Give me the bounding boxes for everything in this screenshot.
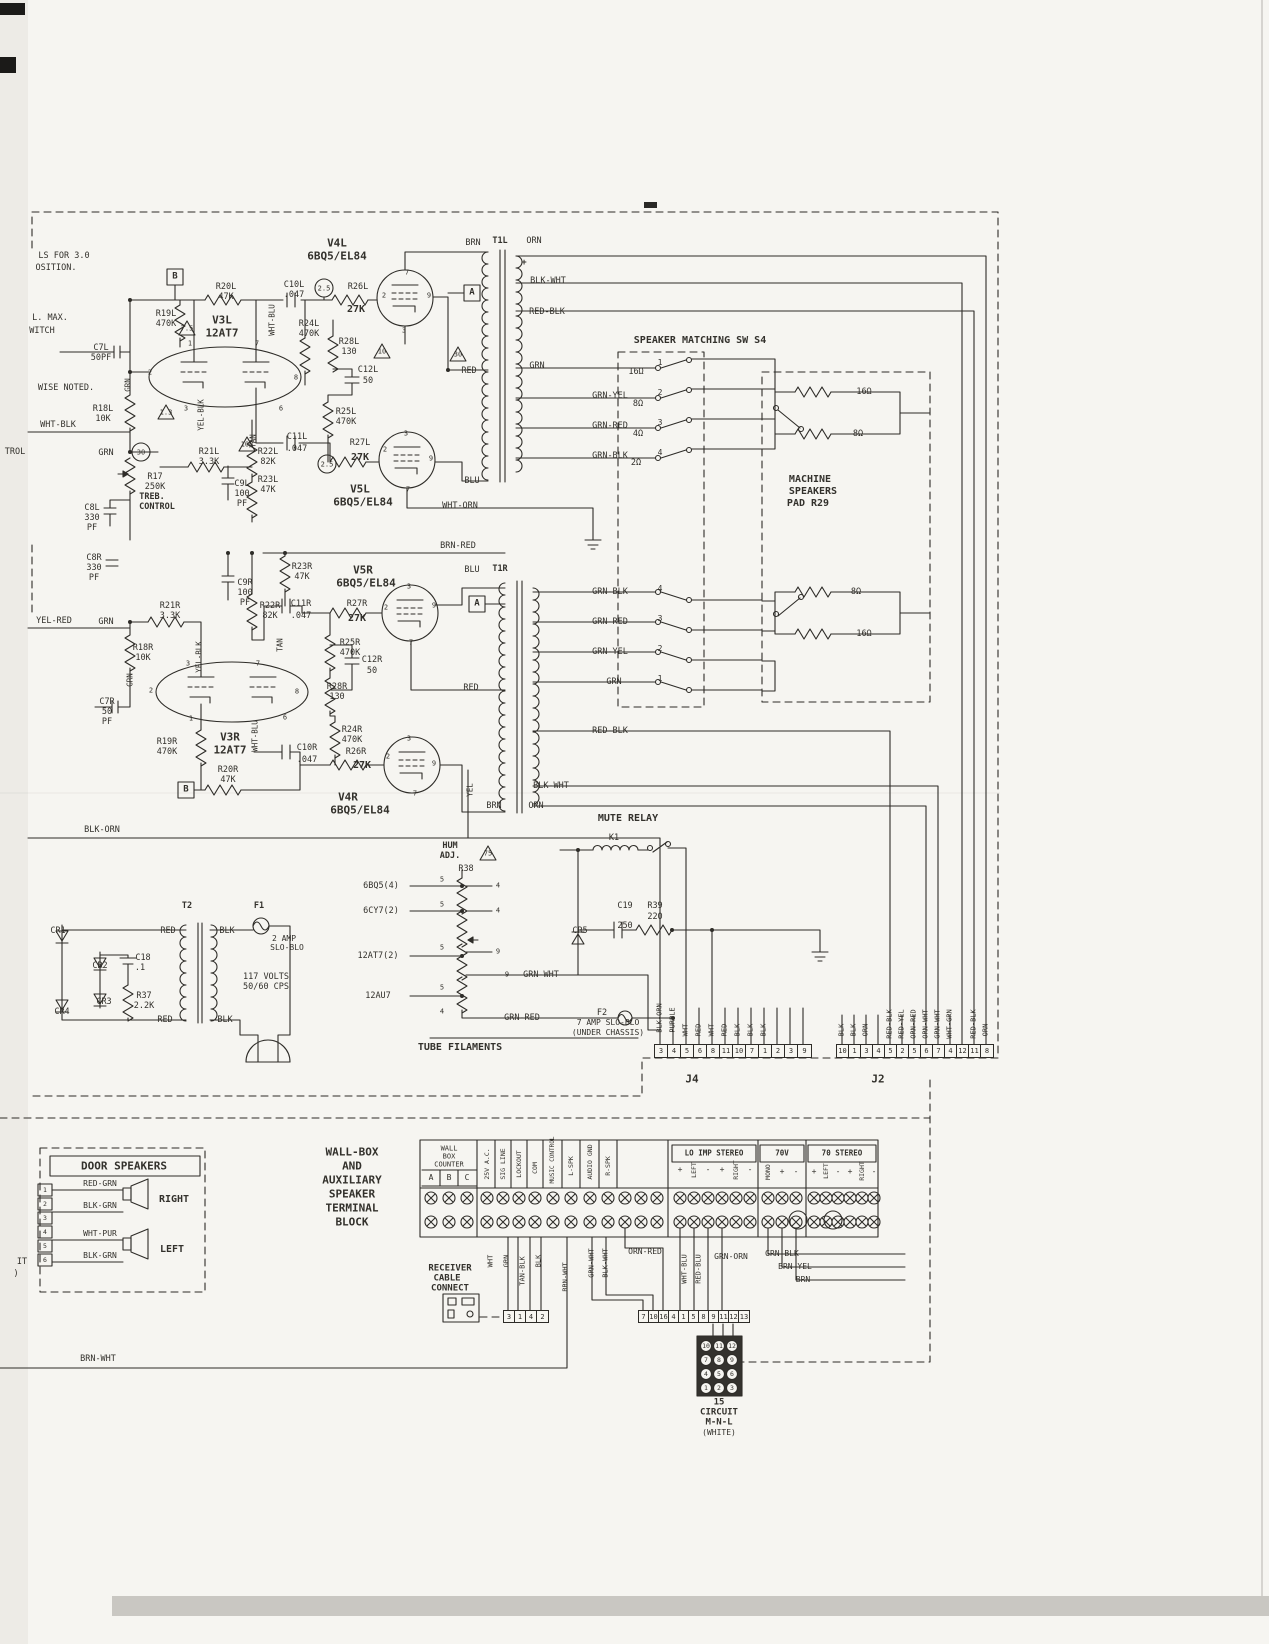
connector-pin: 5: [909, 1045, 921, 1057]
connector-pin: 4: [668, 1045, 681, 1057]
connector-pin: 1: [759, 1045, 772, 1057]
connector-pin: 3: [785, 1045, 798, 1057]
door-speakers: [37, 1155, 201, 1267]
connector-pin: 5: [885, 1045, 897, 1057]
connector-pin: 3: [861, 1045, 873, 1057]
terminal-block: [419, 1139, 881, 1238]
ac-plug-dome: [245, 1039, 291, 1063]
connector-pin: 11: [720, 1045, 733, 1057]
connector-pin: 7: [746, 1045, 759, 1057]
speaker-cone-icon: [130, 1178, 149, 1210]
connector-pin: 3: [655, 1045, 668, 1057]
connector-pin: 13: [739, 1312, 749, 1321]
connector-pin: 7: [639, 1311, 649, 1322]
paper-left-edge: [0, 0, 28, 1644]
scan-mark: [644, 202, 657, 208]
scan-mark: [0, 57, 16, 73]
connector-pin: 4: [669, 1311, 679, 1322]
connector-pin: 9: [709, 1311, 719, 1322]
connector-pin: 10: [649, 1311, 659, 1322]
speaker-cone-icon: [130, 1228, 149, 1260]
diodes: [55, 930, 585, 1013]
connector-pin: 12: [957, 1045, 969, 1057]
capacitors: [103, 292, 623, 965]
connector-pin: 8: [984, 1047, 990, 1055]
fuse-f1: [252, 917, 270, 935]
connector-pin: 5: [681, 1045, 694, 1057]
scan-mark: [0, 3, 25, 15]
connector-pin: 2: [897, 1045, 909, 1057]
chassis-border: [0, 211, 999, 1363]
connector-pin: 4: [526, 1311, 537, 1322]
connector-pin: 2: [540, 1312, 545, 1321]
connector-pin: 10: [837, 1045, 849, 1057]
t1l-taps-and-buses: [404, 251, 987, 1045]
left-channel-wiring: [27, 284, 602, 550]
machine-speaker-pad-wiring: [761, 358, 931, 692]
connector-pin: 1: [515, 1311, 526, 1322]
connector-pin: 11: [719, 1311, 729, 1322]
connector-pin: 8: [699, 1311, 709, 1322]
power-transformer-t2: [179, 922, 218, 1024]
terminal-block-wiring: [0, 1189, 906, 1369]
connector-pin: 9: [802, 1047, 807, 1055]
connector-pin: 6: [694, 1045, 707, 1057]
scan-shadow: [112, 1596, 1269, 1616]
connector-pin: 8: [707, 1045, 720, 1057]
connector-pin: 4: [945, 1045, 957, 1057]
connector-pin: 1: [679, 1311, 689, 1322]
relay-k1-coil: [592, 844, 639, 851]
switch-contacts: [646, 356, 805, 852]
connector-pin: 6: [921, 1045, 933, 1057]
output-transformer-t1r: [498, 580, 540, 814]
junction-dots: [128, 298, 714, 1020]
door-speakers-box: [39, 1147, 206, 1293]
connector-pin: 3: [504, 1311, 515, 1322]
reference-markers: [122, 268, 497, 944]
connector-pin: 2: [772, 1045, 785, 1057]
receiver-cable-connector: [442, 1293, 480, 1323]
fuse-f2: [617, 1010, 633, 1026]
connector-pin: 12: [729, 1311, 739, 1322]
connector-pin: 1: [849, 1045, 861, 1057]
output-transformer-t1l: [481, 249, 523, 483]
speaker-matching-switch-box: [617, 351, 705, 708]
connector-pin: 16: [659, 1311, 669, 1322]
connector-pin: 4: [873, 1045, 885, 1057]
connector-pin: 5: [689, 1311, 699, 1322]
right-channel-wiring: [27, 552, 939, 1045]
connector-pin: 7: [933, 1045, 945, 1057]
connector-pin: 11: [969, 1045, 981, 1057]
power-supply-wiring: [61, 924, 291, 1063]
fifteen-circuit-connector: [696, 1335, 743, 1397]
machine-speakers-pad-box: [761, 371, 931, 703]
connector-pin: 10: [733, 1045, 746, 1057]
